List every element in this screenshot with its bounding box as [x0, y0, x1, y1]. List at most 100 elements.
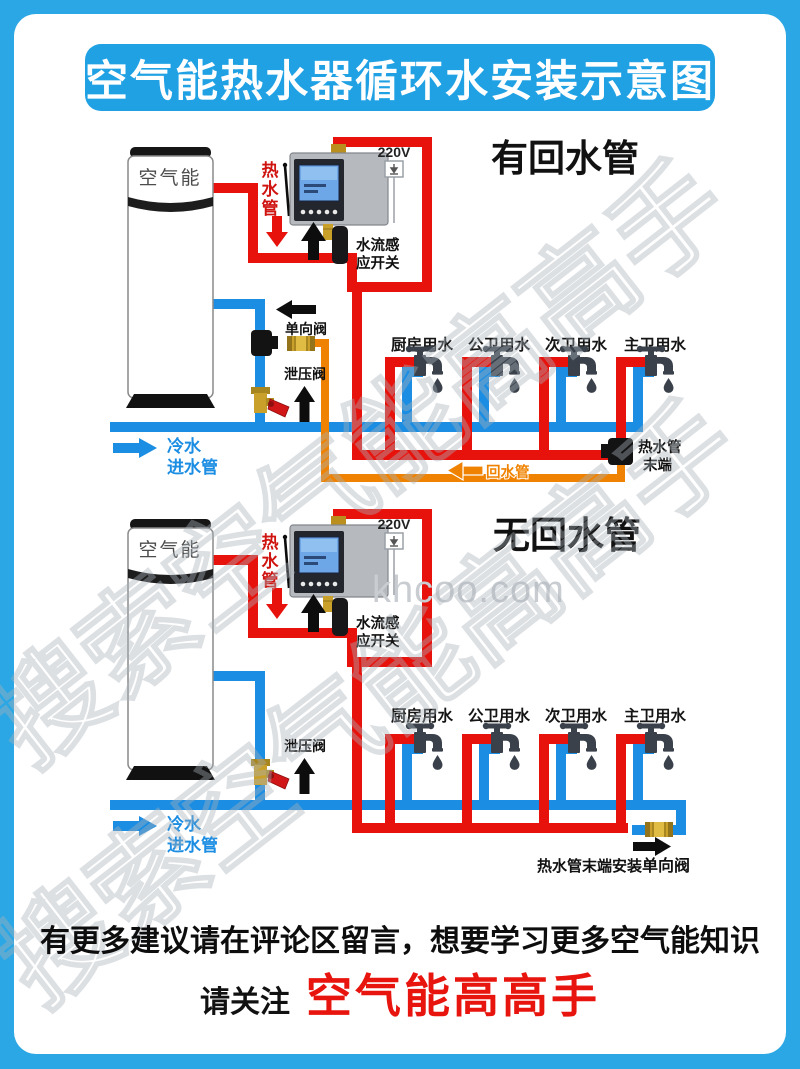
relief-valve-1: 泄压阀: [251, 366, 326, 422]
hot-riser-1-1: [385, 357, 414, 460]
tank-body: [127, 155, 214, 399]
valve-joint-1: [268, 401, 274, 407]
flow-sensor: [332, 226, 348, 264]
valve-cap-2: [251, 759, 270, 766]
power-220v-2: 220V: [378, 516, 411, 595]
section-without-return: 无回水管 空气能: [110, 509, 690, 875]
section-heading-without-return: 无回水管: [493, 515, 641, 556]
relief-valve-label-1: 泄压阀: [284, 366, 326, 382]
lcd-line2: [304, 190, 318, 193]
sensor-brass: [323, 224, 333, 240]
voltage-label: 220V: [378, 144, 411, 160]
tank-band: [128, 569, 213, 584]
cold-riser-4-1: [633, 367, 654, 432]
hot-char-1: 热: [262, 532, 279, 552]
tap-label-3: 次卫用水: [545, 706, 608, 725]
plug-icon: [389, 536, 399, 547]
hot-pipe-tank-to-sensor-1: [205, 183, 357, 292]
return-pipe: [310, 339, 625, 482]
lcd-glare: [301, 167, 337, 180]
hot-end-label-line2: 末端: [643, 456, 672, 474]
hot-char-2: 水: [262, 551, 280, 571]
relief-valve-label-2: 泄压阀: [284, 738, 326, 754]
plug-icon: [389, 164, 399, 175]
flow-sensor: [332, 598, 348, 636]
hot-end-2: 热水管末端安装单向阀: [537, 821, 690, 875]
return-callout: 回水管: [445, 459, 531, 482]
hot-pipe-callout-2: 热 水 管: [262, 532, 288, 619]
hot-pipes-1: [205, 137, 645, 460]
brass-check-valve-1: [286, 335, 316, 352]
tap-label-4: 主卫用水: [624, 706, 687, 725]
lcd-glare: [301, 539, 337, 552]
hot-riser-1-2: [385, 734, 414, 833]
lcd-line: [304, 184, 326, 187]
hot-pipes-2: [205, 509, 645, 833]
controller-2: [282, 516, 389, 636]
black-right-arrow: [633, 837, 671, 856]
check-valve-assembly: 单向阀: [251, 300, 327, 356]
red-down-arrow-2: [266, 588, 288, 619]
hot-char-2: 水: [262, 179, 280, 199]
flow-switch-line1-1: 水流感: [356, 236, 400, 254]
valve-body-2: [254, 765, 267, 785]
valve-joint-2: [268, 773, 274, 779]
black-left-arrow: [276, 300, 316, 319]
heat-pump-tank-1: 空气能: [126, 147, 215, 408]
hot-pipe-loop-supply-2: [333, 509, 628, 833]
lcd-line2: [304, 562, 318, 565]
cold-label-line2-1: 进水管: [167, 457, 218, 477]
tank-base: [126, 766, 215, 780]
footer-message: 有更多建议请在评论区留言，想要学习更多空气能知识: [40, 925, 760, 958]
hot-end-1: 热水管 末端: [601, 438, 682, 474]
flow-up-arrow-1: [301, 222, 326, 260]
tap-label-1: 厨房用水: [391, 706, 454, 725]
relief-up-arrow-2: [294, 758, 315, 794]
section-heading-with-return: 有回水管: [491, 138, 639, 179]
flow-up-arrow-2: [301, 594, 326, 632]
diagonal-watermark-1: 搜索空气能高高手: [0, 139, 751, 789]
hot-pipe-tank-to-sensor-2: [205, 555, 357, 667]
faucets-2: 厨房用水 公卫用水 次卫用水 主卫用水: [391, 706, 687, 770]
tank-band: [128, 197, 213, 212]
hot-riser-4-1: [616, 357, 645, 460]
tank-label: 空气能: [138, 539, 201, 561]
tank-body: [127, 527, 214, 771]
hot-pipe-callout-1: 热 水 管: [262, 160, 288, 247]
section-with-return: 有回水管 空气能: [110, 137, 686, 482]
top-fitting: [331, 516, 346, 527]
return-pipe-label: 回水管: [486, 463, 530, 481]
relief-valve-2: 泄压阀: [251, 738, 326, 794]
site-watermark: khcoo.com: [372, 569, 565, 611]
hot-riser-3-1: [539, 357, 568, 460]
sensor-brass: [323, 596, 333, 612]
title-banner: 空气能热水器循环水安装示意图: [85, 44, 715, 111]
top-fitting: [331, 144, 346, 155]
check-valve-label: 单向阀: [285, 321, 327, 337]
hot-char-1: 热: [262, 160, 279, 180]
tee-nub: [271, 336, 278, 349]
hot-pipe-loop-supply-1: [333, 137, 629, 460]
heat-pump-tank-2: 空气能: [126, 519, 215, 780]
power-220v-1: 220V: [378, 144, 411, 223]
cold-arrow-2: [113, 816, 157, 836]
hot-riser-2-2: [462, 734, 491, 833]
cold-inlet-callout-2: 冷水 进水管: [113, 814, 218, 855]
red-down-arrow-1: [266, 216, 288, 247]
valve-cap-1: [251, 387, 270, 394]
footer-follow: 请关注 空气能高高手: [0, 960, 800, 1022]
hot-end-note-prefix: 热水管末端安装: [537, 857, 643, 875]
lcd-line: [304, 556, 326, 559]
voltage-label: 220V: [378, 516, 411, 532]
antenna: [283, 537, 291, 589]
hot-end-label-line1: 热水管: [638, 438, 682, 456]
cold-inlet-callout-1: 冷水 进水管: [113, 436, 218, 477]
orange-left-arrow: [445, 459, 484, 482]
controller-buttons: [300, 581, 338, 587]
antenna-tip: [282, 162, 288, 168]
controller-1: [282, 144, 389, 264]
follow-prefix: 请关注: [200, 986, 290, 1019]
cold-label-line1-1: 冷水: [167, 436, 202, 456]
